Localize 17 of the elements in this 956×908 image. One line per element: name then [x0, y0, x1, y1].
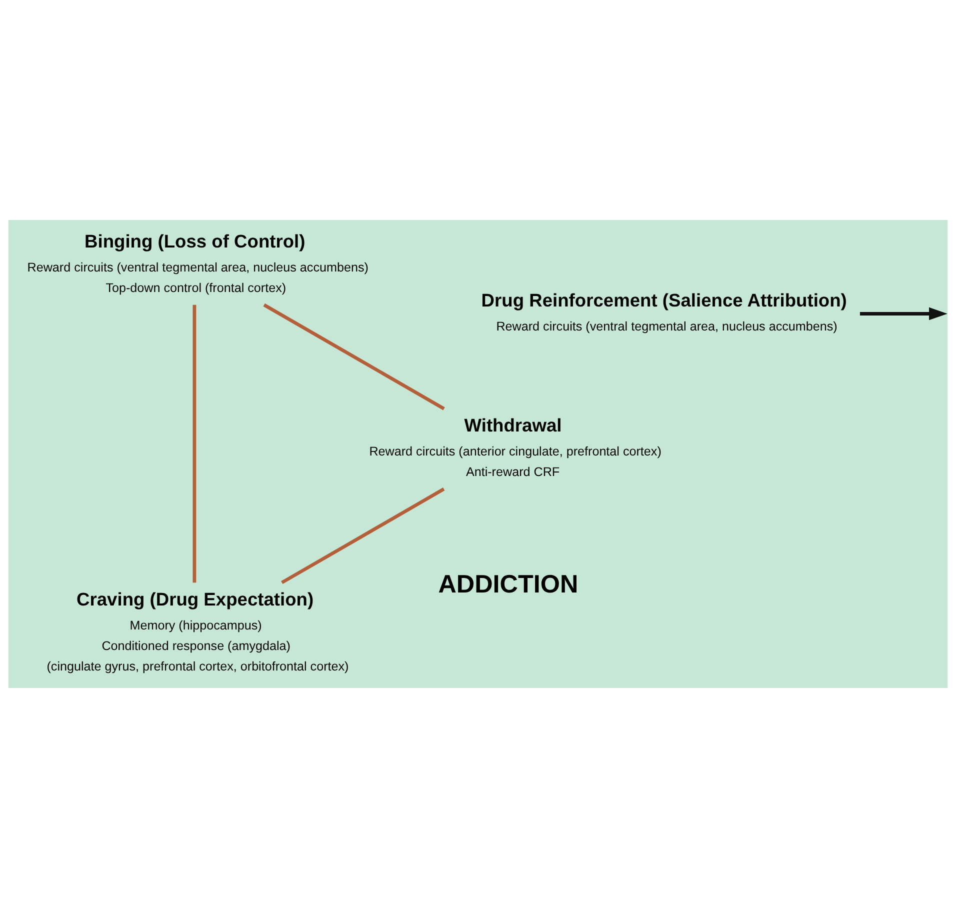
node-label: (cingulate gyrus, prefrontal cortex, orbitofrontal cortex): [46, 660, 349, 674]
node-text: Withdrawal: [464, 414, 562, 436]
node-label: Top-down control (frontal cortex): [106, 280, 286, 295]
connector: [263, 303, 445, 410]
node-text: Craving (Drug Expectation): [76, 588, 314, 610]
node-label: Reward circuits (ventral tegmental area, nucleus accumbens): [496, 320, 838, 334]
label: ADDICTION: [438, 570, 578, 599]
node-label: Reward circuits (ventral tegmental area, nucleus accumbens): [27, 260, 368, 274]
arrow: [860, 307, 948, 320]
node-label: Conditioned response (amygdala): [102, 638, 290, 653]
node-text: Binging (Loss of Control): [84, 230, 306, 252]
node-text: Drug Reinforcement (Salience Attribution): [481, 290, 847, 311]
node-label: Memory (hippocampus): [130, 618, 262, 632]
node-label: Anti-reward CRF: [466, 465, 560, 480]
connector: [281, 488, 445, 584]
node-label: Reward circuits (anterior cingulate, prefrontal cortex): [369, 444, 662, 458]
connector: [192, 304, 196, 583]
